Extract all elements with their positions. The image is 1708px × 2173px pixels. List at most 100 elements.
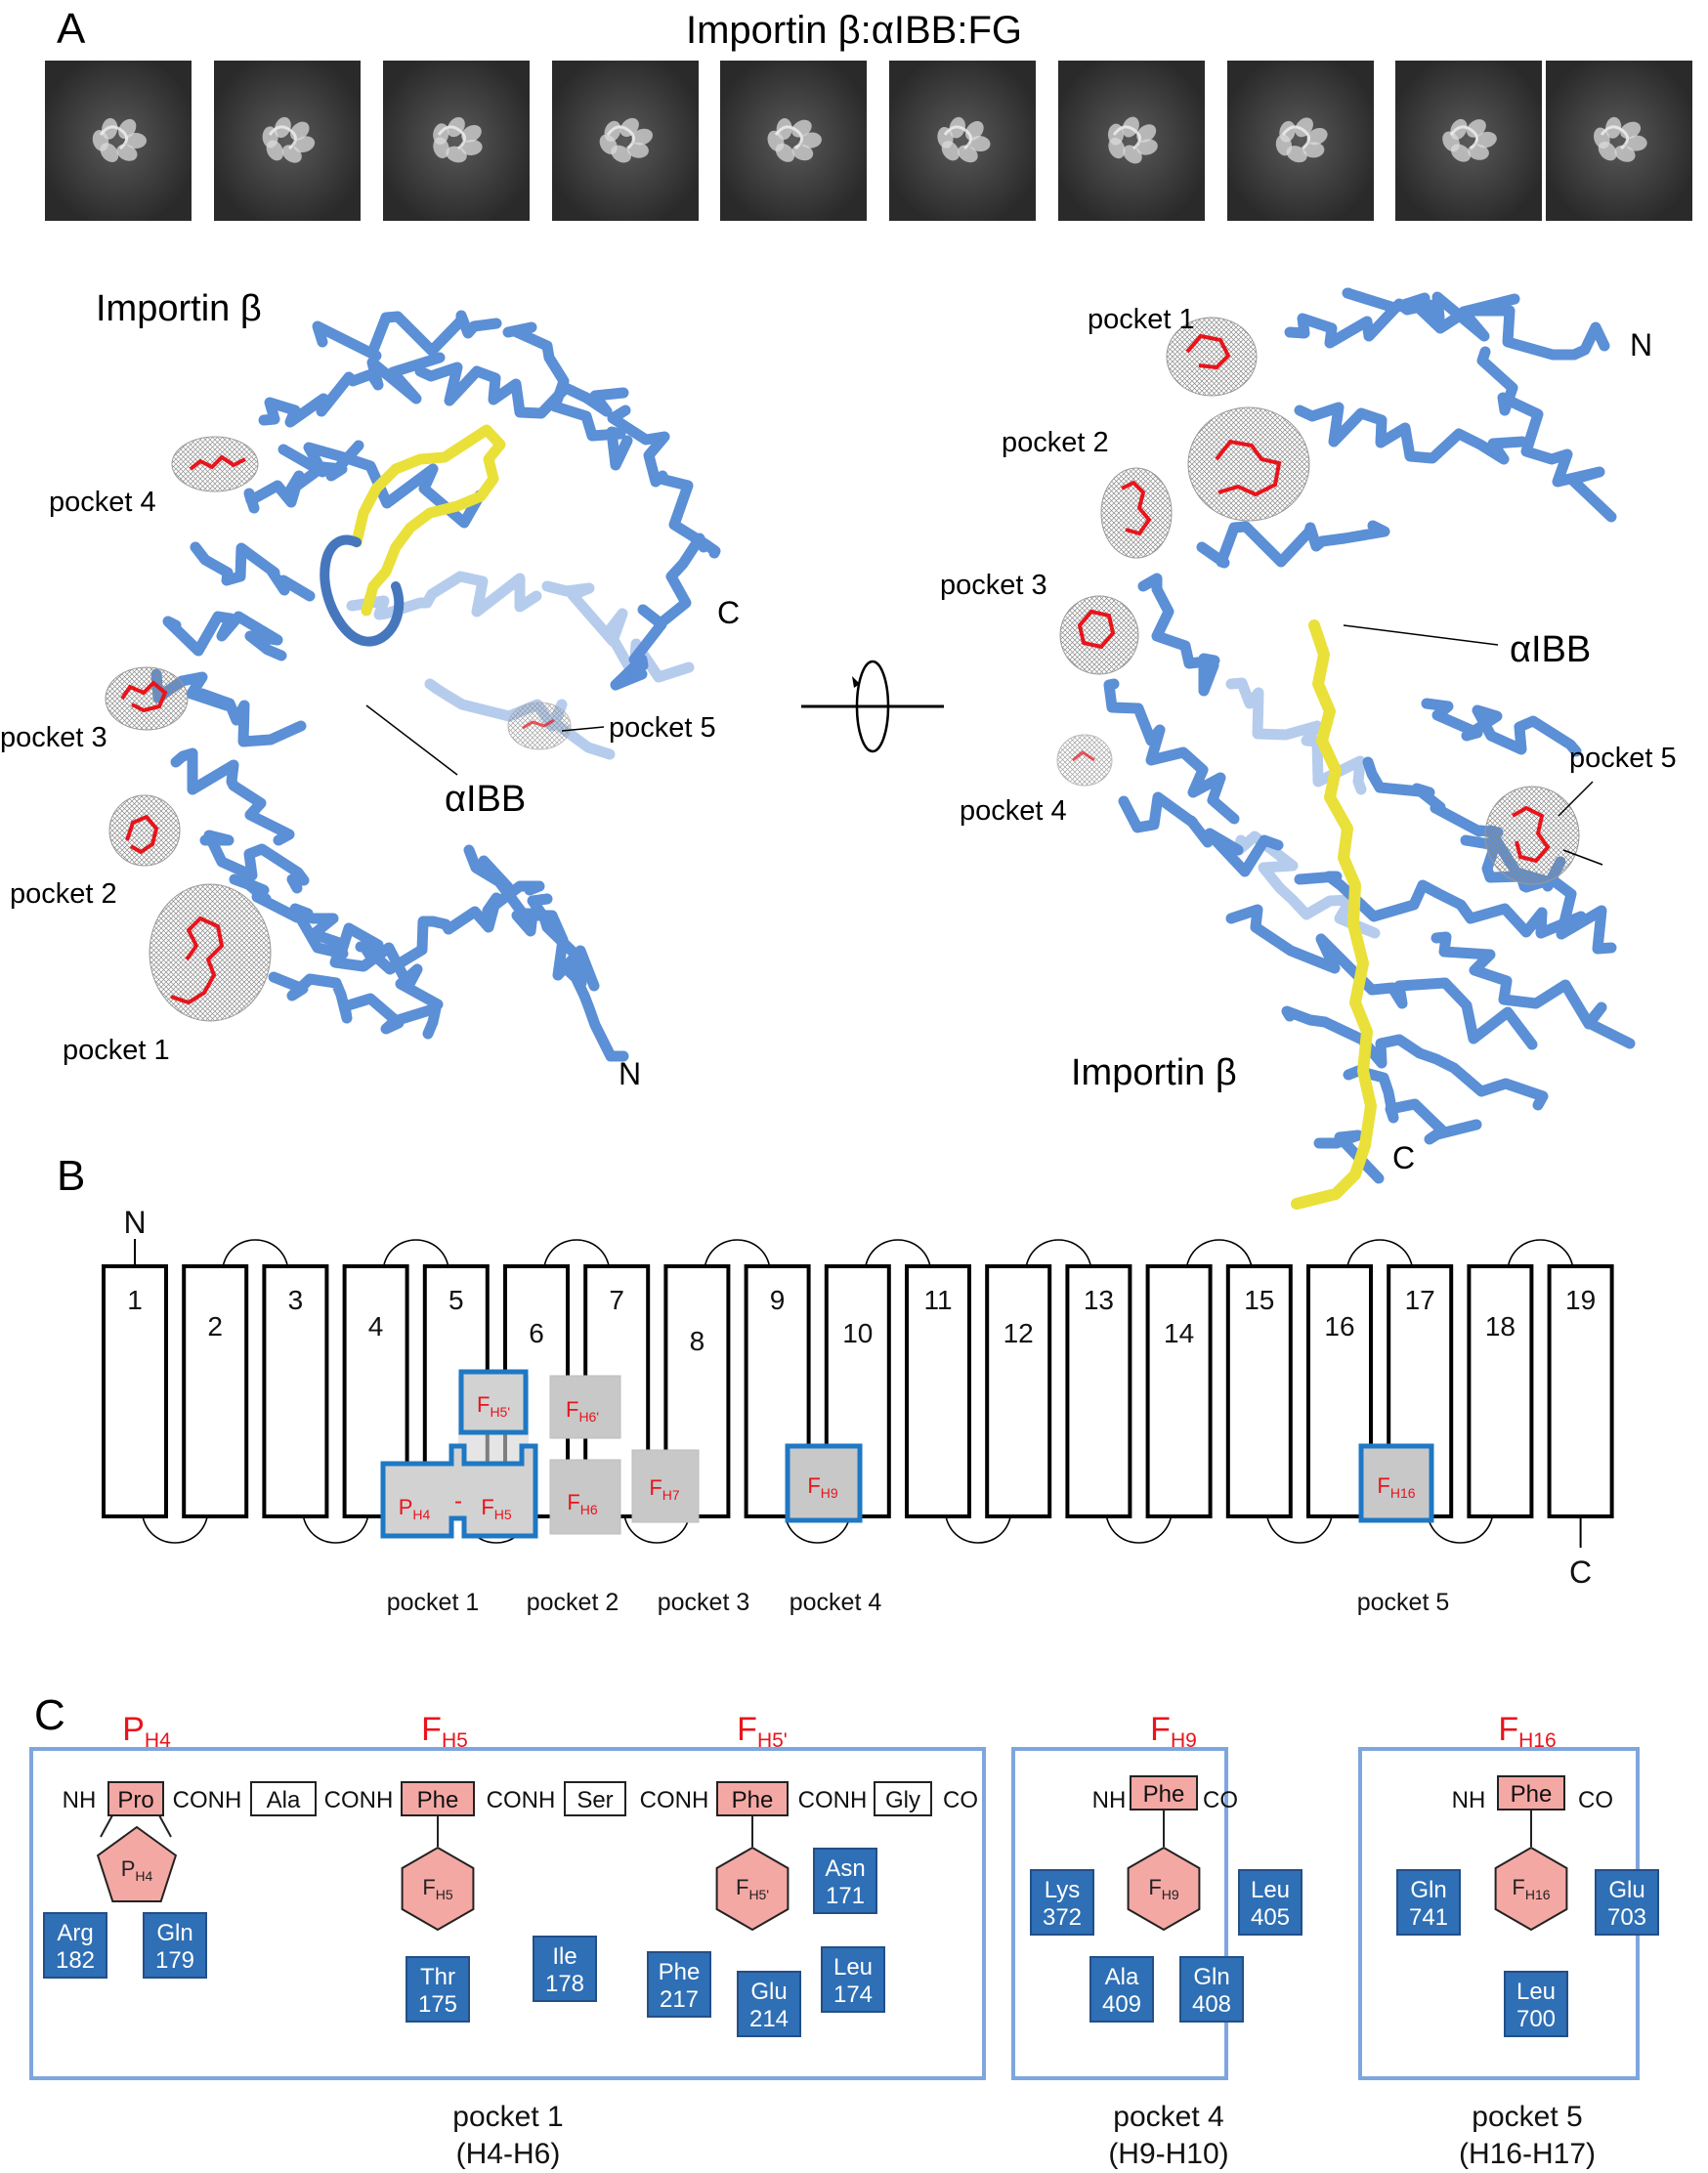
- helix-number-10: 10: [842, 1318, 873, 1348]
- svg-text:Pro: Pro: [117, 1787, 153, 1813]
- em-class-average: [889, 61, 1036, 221]
- helix-number-11: 11: [923, 1285, 952, 1315]
- right-pocket-4-label: pocket 4: [960, 795, 1067, 827]
- panel-a-title: Importin β:αIBB:FG: [686, 9, 1022, 52]
- svg-text:Phe: Phe: [732, 1787, 774, 1813]
- em-class-average: [1546, 61, 1692, 221]
- helix-pocket-label-3: pocket 3: [658, 1589, 750, 1616]
- fg-label-ph4: PH4: [399, 1495, 431, 1522]
- em-class-average: [214, 61, 361, 221]
- svg-text:Ile: Ile: [552, 1943, 576, 1970]
- left-pocket-5-label: pocket 5: [609, 712, 716, 744]
- helix-15: [1225, 1264, 1293, 1518]
- svg-text:Phe: Phe: [1143, 1781, 1185, 1808]
- pocket-1-density-right: [1166, 317, 1310, 522]
- ring-fh5prime: [715, 1846, 790, 1932]
- helix-pocket-label-4: pocket 4: [790, 1589, 882, 1616]
- helix-pocket-label-1: pocket 1: [387, 1589, 480, 1616]
- right-alpha-ibb-label: αIBB: [1510, 629, 1591, 670]
- helix-number-19: 19: [1565, 1285, 1596, 1315]
- helix-number-17: 17: [1405, 1285, 1435, 1315]
- seq-phe-h5: [401, 1781, 475, 1816]
- left-pocket-1-label: pocket 1: [63, 1035, 170, 1066]
- svg-text:Ala: Ala: [267, 1787, 301, 1813]
- fg-label-fh16: FH16: [1377, 1473, 1415, 1501]
- panel-b-letter: B: [57, 1152, 85, 1200]
- helix-topology-diagram: 12345678910111213141516171819NCFH5'PH4-F…: [102, 1205, 1614, 1616]
- svg-text:703: 703: [1607, 1904, 1646, 1931]
- fg-box-fh16: [1358, 1443, 1434, 1523]
- fg-label-fh7: FH7: [649, 1475, 680, 1503]
- fg-box-fh6: [549, 1459, 621, 1535]
- pocket-4-subcaption: (H9-H10): [1108, 2138, 1228, 2170]
- helix-13: [1065, 1264, 1132, 1518]
- svg-text:Lys: Lys: [1045, 1877, 1080, 1903]
- svg-text:700: 700: [1516, 2006, 1556, 2032]
- pocket-5-density-right: [1484, 786, 1580, 885]
- svg-text:214: 214: [749, 2006, 789, 2032]
- left-n-terminus-label: N: [619, 1056, 641, 1091]
- left-structure: Importin β pocket 4 pocket 3 pocket 2 p: [0, 288, 740, 1091]
- helix-number-6: 6: [529, 1318, 544, 1348]
- svg-text:CONH: CONH: [798, 1787, 868, 1813]
- fg-box-fh7: [631, 1449, 700, 1523]
- pocket-4-density-left: [171, 436, 259, 492]
- helix-number-2: 2: [207, 1311, 223, 1342]
- svg-text:372: 372: [1043, 1904, 1082, 1931]
- em-class-average: [552, 61, 699, 221]
- helix-number-1: 1: [127, 1285, 143, 1315]
- svg-text:Arg: Arg: [57, 1920, 93, 1946]
- helix-number-12: 12: [1003, 1318, 1034, 1348]
- right-pocket-2-label: pocket 2: [1002, 427, 1109, 458]
- svg-text:Phe: Phe: [1511, 1781, 1553, 1808]
- pocket-1-caption: pocket 1: [452, 2101, 563, 2133]
- ring-fh16-label: FH16: [1512, 1875, 1550, 1902]
- helix-pocket-label-5: pocket 5: [1357, 1589, 1450, 1616]
- fg-box-ph4-fh5: [380, 1443, 538, 1539]
- svg-text:CO: CO: [1578, 1787, 1613, 1813]
- pocket-2-density-left: [108, 794, 181, 867]
- svg-text:NH: NH: [1452, 1787, 1486, 1813]
- ring-ph4: [96, 1825, 178, 1902]
- left-c-terminus-label: C: [717, 595, 740, 630]
- fg-box-fh6prime: [549, 1375, 621, 1439]
- svg-text:-: -: [454, 1488, 462, 1514]
- alpha-ibb-helix-left: [351, 424, 506, 617]
- right-structure: pocket 1 pocket 2 pocket 3 pocket 4 pock…: [940, 287, 1677, 1210]
- svg-text:Leu: Leu: [833, 1954, 873, 1981]
- left-pocket-3-label: pocket 3: [0, 722, 107, 753]
- ring-fh5prime-label: FH5': [736, 1875, 769, 1902]
- helix-number-3: 3: [288, 1285, 304, 1315]
- helix-number-15: 15: [1244, 1285, 1274, 1315]
- seq-ser: [564, 1781, 626, 1816]
- left-structure-title: Importin β: [96, 288, 262, 329]
- left-pocket-4-label: pocket 4: [49, 487, 156, 518]
- right-structure-title: Importin β: [1071, 1052, 1237, 1093]
- pocket-5-subcaption: (H16-H17): [1459, 2138, 1596, 2170]
- ring-fh5: [401, 1846, 475, 1932]
- em-class-average: [1227, 61, 1374, 221]
- seq-ala: [250, 1781, 317, 1816]
- pocket-5-density-left: [507, 702, 572, 750]
- rotation-arrow-icon: [801, 660, 944, 753]
- helix-14: [1145, 1264, 1213, 1518]
- svg-text:CONH: CONH: [324, 1787, 394, 1813]
- helix-number-4: 4: [368, 1311, 384, 1342]
- right-pocket-1-label: pocket 1: [1088, 304, 1195, 335]
- svg-text:CONH: CONH: [487, 1787, 556, 1813]
- pocket-1-subcaption: (H4-H6): [456, 2138, 561, 2170]
- svg-text:741: 741: [1409, 1904, 1448, 1931]
- svg-text:Gln: Gln: [1410, 1877, 1446, 1903]
- svg-text:Ser: Ser: [576, 1787, 613, 1813]
- pocket-4-density-right: [1056, 734, 1113, 787]
- svg-text:174: 174: [833, 1981, 873, 2008]
- alpha-ibb-helix-right: [1291, 619, 1377, 1210]
- seq-phe-h9: [1130, 1775, 1198, 1811]
